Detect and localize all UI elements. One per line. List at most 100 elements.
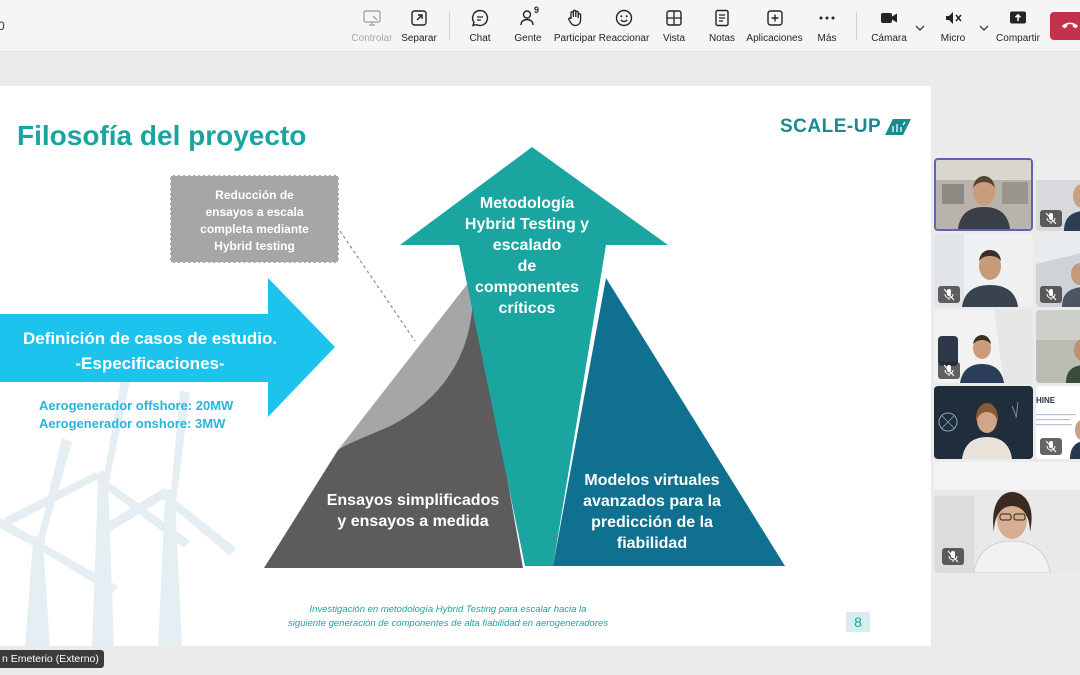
methodology-line: Metodología [479,195,575,212]
footer-line: Investigación en metodología Hybrid Test… [309,604,587,615]
logo-text: SCALE-UP [780,116,882,137]
dashed-connector [339,230,416,342]
mic-off-badge [1040,210,1062,227]
chat-button[interactable]: Chat [465,8,495,48]
people-label: Gente [514,33,542,44]
aerogenerator-specs: Aerogenerador offshore: 20MW Aerogenerad… [39,397,233,433]
control-label: Controlar [351,33,393,44]
definition-text: Definición de casos de estudio. -Especif… [0,326,300,376]
methodology-line: componentes [474,279,579,296]
people-count-badge: 9 [534,5,540,15]
people-button[interactable]: Gente [512,8,544,48]
methodology-line: de [517,258,537,275]
hybrid-testing-note-box: Reducción de ensayos a escala completa m… [170,175,339,263]
virtual-models-text: Modelos virtuales avanzados para la pred… [566,470,738,554]
virtual-models-line: fiabilidad [616,535,688,552]
chat-icon [471,9,489,27]
notes-label: Notas [708,33,736,44]
participant-tile[interactable] [1036,310,1080,383]
note-line: ensayos a escala [205,205,304,219]
chat-label: Chat [469,33,491,44]
mic-off-icon [943,288,955,301]
note-line: completa mediante [200,222,309,236]
participant-tile[interactable] [934,462,1080,573]
more-button[interactable]: Más [815,8,839,48]
mic-off-badge [938,286,960,303]
participant-tile[interactable] [1036,234,1080,307]
apps-button[interactable]: Aplicaciones [746,8,803,48]
methodology-up-arrow [400,147,668,566]
definition-arrow [0,278,335,417]
pyramid-dark-left [264,278,523,568]
participant-tile[interactable] [934,386,1033,459]
shared-slide: Filosofía del proyecto SCALE-UP Reducció… [0,86,931,646]
wind-turbine-watermark [0,358,236,646]
share-label: Compartir [996,33,1040,44]
popout-button[interactable]: Separar [400,8,438,48]
participant-tile-active[interactable] [934,158,1033,231]
meeting-timer: 0 [0,19,5,33]
participant-video [936,160,1031,229]
chevron-down-icon[interactable] [912,20,928,36]
aero-onshore: Aerogenerador onshore: 3MW [39,416,226,431]
more-icon [819,16,835,20]
virtual-models-line: avanzados para la [583,493,721,510]
participant-tile[interactable] [934,310,1033,383]
notes-button[interactable]: Notas [707,8,737,48]
presenter-name-tag: n Emeterio (Externo) [0,650,104,668]
participant-video [934,462,1080,573]
raise-hand-label: Participar [553,33,597,44]
hangup-icon [1062,22,1078,29]
virtual-models-line: Modelos virtuales [584,472,720,489]
slide-graphics [0,147,785,646]
scale-up-logo: SCALE-UP [780,116,912,138]
participant-video [934,386,1033,459]
control-button[interactable]: Controlar [350,8,394,48]
view-button[interactable]: Vista [660,8,688,48]
toolbar-divider [449,12,450,40]
mic-button[interactable]: Micro [938,8,968,48]
meeting-toolbar: 0 Controlar Separar Chat Gente 9 Partici… [0,0,1080,52]
methodology-line: Hybrid Testing y [464,216,590,233]
mic-off-badge [1040,286,1062,303]
raise-hand-icon [568,9,582,27]
toolbar-divider [856,12,857,40]
pyramid-navy-right [553,278,785,566]
aero-offshore: Aerogenerador offshore: 20MW [39,398,234,413]
add-app-icon [766,10,783,26]
react-button[interactable]: Reaccionar [599,8,649,48]
methodology-text: Metodología Hybrid Testing y escalado de… [452,193,602,319]
monitor-icon [363,10,381,26]
mic-muted-icon [946,12,962,24]
mic-off-icon [947,550,959,563]
mic-off-badge [938,362,960,379]
participant-tile[interactable] [934,234,1033,307]
mic-off-badge [1040,438,1062,455]
camera-button[interactable]: Cámara [870,8,908,48]
note-line: Reducción de [215,188,294,202]
smiley-icon [615,9,633,27]
leave-button[interactable] [1050,12,1080,40]
pyramid-grey-left [338,278,473,450]
mic-off-icon [1045,212,1057,225]
apps-label: Aplicaciones [746,33,803,44]
definition-line: Definición de casos de estudio. [22,329,278,348]
mic-off-icon [943,364,955,377]
share-button[interactable]: Compartir [996,8,1040,48]
slide-title: Filosofía del proyecto [17,120,307,151]
popout-icon [411,10,427,26]
raise-hand-button[interactable]: Participar [554,8,596,48]
participant-tile[interactable] [1036,158,1080,231]
grid-icon [666,10,682,26]
logo-turbine-icon [885,119,912,135]
chevron-down-icon[interactable] [976,20,992,36]
participant-video [1036,310,1080,383]
simplified-tests-line: Ensayos simplificados [326,492,500,509]
methodology-line: escalado [492,237,562,254]
participant-tile[interactable]: HINE [1036,386,1080,459]
camera-icon [881,13,897,23]
note-line: Hybrid testing [214,239,295,253]
simplified-tests-line: y ensayos a medida [337,513,489,530]
footer-line: siguiente generación de componentes de a… [287,618,609,629]
tile-caption: HINE [1036,396,1056,405]
